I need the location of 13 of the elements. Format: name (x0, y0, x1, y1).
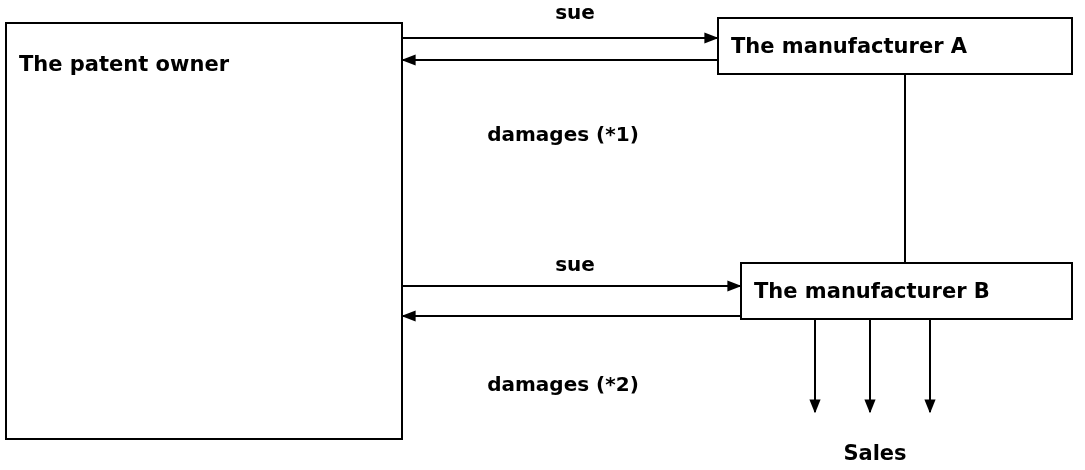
arrow (864, 319, 876, 414)
arrow (809, 319, 821, 414)
arrow (924, 319, 936, 414)
arrow (402, 32, 719, 44)
node-label: Sales (843, 441, 907, 465)
connector-line (904, 74, 906, 263)
entity-box (5, 22, 403, 440)
node-label: The patent owner (19, 52, 229, 76)
arrow (402, 280, 742, 292)
entity-box (740, 262, 1073, 320)
node-label: The manufacturer A (731, 34, 968, 58)
node-label: The manufacturer B (754, 279, 990, 303)
entity-box (717, 17, 1073, 75)
